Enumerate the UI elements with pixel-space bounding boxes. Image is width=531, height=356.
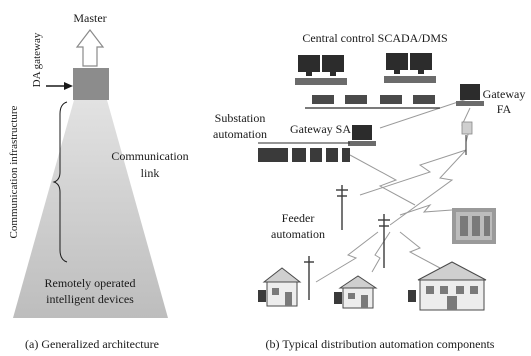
relay-panel-icon xyxy=(326,148,338,162)
master-label: Master xyxy=(73,11,106,25)
substation-label-line2: automation xyxy=(213,127,267,141)
meter-icon xyxy=(258,290,266,302)
da-gateway-box xyxy=(73,68,109,100)
monitor-group-left xyxy=(295,55,347,85)
fa-device-box xyxy=(461,121,473,135)
feeder-label-line2: automation xyxy=(271,227,325,241)
house-2 xyxy=(334,275,378,309)
gateway-fa-computer xyxy=(456,84,484,135)
caption-a: (a) Generalized architecture xyxy=(25,337,159,351)
gateway-sa-computer xyxy=(348,125,376,146)
computer-tower-icon xyxy=(295,78,347,85)
comm-link-label-line2: link xyxy=(141,166,160,180)
infrastructure-brace xyxy=(52,101,68,263)
master-arrow-icon xyxy=(75,29,105,67)
monitor-icon xyxy=(386,53,408,70)
meter-icon xyxy=(334,292,342,304)
link-feeder-to-house1 xyxy=(315,231,379,283)
da-gateway-label: DA gateway xyxy=(31,32,43,87)
gateway-fa-label-line2: FA xyxy=(497,102,512,116)
comm-link-label-line1: Communication xyxy=(111,149,188,163)
generalized-architecture-panel: Master DA gateway Communication infrastr… xyxy=(8,11,189,351)
comm-infrastructure-label: Communication infrastructure xyxy=(8,105,20,238)
relay-panel-icon xyxy=(310,148,322,162)
relay-panel-icon xyxy=(342,148,350,162)
monitor-icon xyxy=(410,53,432,70)
monitor-icon xyxy=(322,55,344,72)
server-rack-row xyxy=(305,95,440,109)
feeder-poles xyxy=(304,185,390,300)
feeder-label-line1: Feeder xyxy=(282,211,315,225)
feeder-pole-3 xyxy=(304,256,314,300)
house-1 xyxy=(258,267,302,307)
substation-label-line1: Substation xyxy=(215,111,266,125)
server-icon xyxy=(312,95,334,104)
pad-mounted-transformer xyxy=(452,208,496,244)
meter-icon xyxy=(408,290,416,302)
devices-label-line2: intelligent devices xyxy=(46,292,134,306)
relay-panel-icon xyxy=(258,148,288,162)
link-to-pad-transformer xyxy=(399,203,453,216)
link-tower-zigzag-1 xyxy=(359,149,467,196)
distribution-automation-panel: Central control SCADA/DMS Gateway FA Sub… xyxy=(213,31,525,351)
monitor-group-right xyxy=(384,53,436,83)
link-sa-to-fa-wire xyxy=(379,97,471,129)
central-control-workstations xyxy=(295,53,440,109)
gateway-pointer-arrowhead-icon xyxy=(64,82,73,90)
feeder-pole-1 xyxy=(336,185,348,230)
feeder-pole-2 xyxy=(378,214,390,268)
link-feeder-to-house3 xyxy=(399,231,441,269)
relay-panel-icon xyxy=(292,148,306,162)
monitor-icon xyxy=(352,125,372,140)
server-icon xyxy=(345,95,367,104)
gateway-fa-label-line1: Gateway xyxy=(483,87,526,101)
house-3 xyxy=(408,261,487,311)
monitor-icon xyxy=(460,84,480,100)
link-feeder-to-house2 xyxy=(371,231,391,273)
devices-label-line1: Remotely operated xyxy=(45,276,136,290)
communication-beam xyxy=(13,100,168,318)
computer-tower-icon xyxy=(384,76,436,83)
server-icon xyxy=(380,95,402,104)
communication-links xyxy=(315,97,471,283)
caption-b: (b) Typical distribution automation comp… xyxy=(266,337,495,351)
substation-devices xyxy=(258,142,350,162)
central-control-label: Central control SCADA/DMS xyxy=(302,31,447,45)
link-substation-zigzag xyxy=(349,154,416,206)
server-icon xyxy=(413,95,435,104)
link-tower-zigzag-2 xyxy=(389,149,467,226)
gateway-sa-label: Gateway SA xyxy=(290,122,351,136)
monitor-icon xyxy=(298,55,320,72)
